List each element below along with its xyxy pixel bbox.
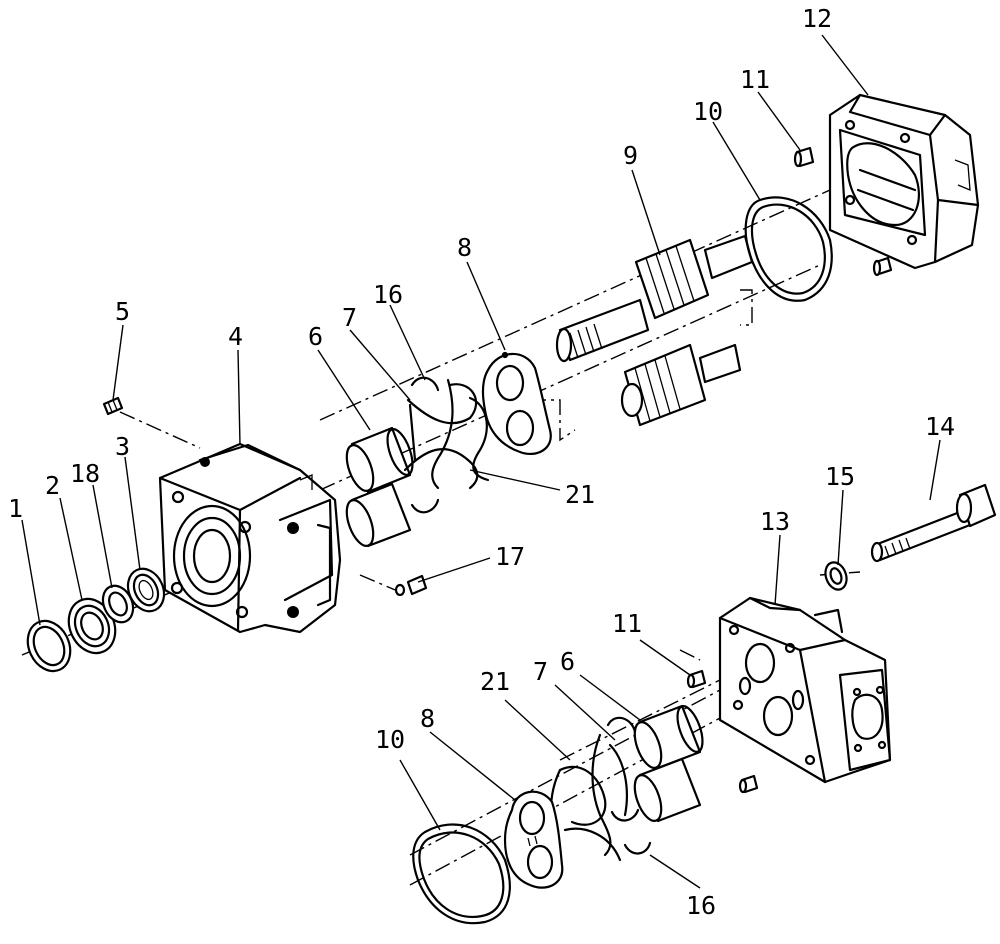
part-3-seal	[126, 567, 166, 613]
callout-11-upper: 11	[740, 65, 770, 94]
callout-13: 13	[760, 507, 790, 536]
part-9-drive-shaft	[555, 234, 754, 363]
part-11-pin-upper	[793, 146, 893, 277]
callout-leaders	[21, 34, 941, 889]
callout-3: 3	[115, 432, 130, 461]
part-4-front-housing	[158, 442, 342, 634]
part-8-wear-plate-lower	[503, 790, 564, 889]
callout-labels: 1 2 18 3 5 4 6 7 16 8 9 10 11 12 21 17 1…	[8, 4, 955, 920]
part-16-backup-ring-lower	[606, 716, 652, 855]
callout-16-lower: 16	[686, 891, 716, 920]
part-14-bolt	[870, 483, 997, 563]
callout-16-upper: 16	[373, 280, 403, 309]
callout-10-lower: 10	[375, 725, 405, 754]
part-8-wear-plate-upper	[481, 351, 552, 456]
callout-1: 1	[8, 494, 23, 523]
callout-7-lower: 7	[533, 657, 548, 686]
part-16-backup-ring-upper	[410, 376, 440, 514]
callout-18: 18	[70, 459, 100, 488]
part-10-gasket-upper	[744, 196, 833, 302]
part-21-gasket-upper	[468, 396, 490, 482]
callout-10-upper: 10	[693, 97, 723, 126]
part-11-pin-lower	[686, 669, 759, 794]
part-5-screw	[102, 396, 124, 416]
callout-15: 15	[825, 462, 855, 491]
callout-11-lower: 11	[612, 609, 642, 638]
part-7-seal-upper	[403, 378, 479, 490]
callout-5: 5	[115, 297, 130, 326]
part-18-washer	[101, 584, 135, 624]
part-1-snap-ring	[26, 619, 72, 673]
callout-21-lower: 21	[480, 667, 510, 696]
part-7-seal-lower	[558, 733, 628, 862]
driven-gear	[620, 343, 742, 427]
callout-17: 17	[495, 542, 525, 571]
callout-4: 4	[228, 322, 243, 351]
part-12-rear-housing	[828, 93, 980, 270]
callout-6-lower: 6	[560, 647, 575, 676]
callout-14: 14	[925, 412, 955, 441]
callout-12: 12	[802, 4, 832, 33]
part-13-housing	[718, 596, 892, 784]
part-17-plug	[394, 574, 428, 597]
callout-6-upper: 6	[308, 322, 323, 351]
callout-8-upper: 8	[457, 233, 472, 262]
part-15-washer	[824, 561, 848, 591]
callout-21-upper: 21	[565, 480, 595, 509]
part-10-gasket-lower	[412, 823, 511, 925]
callout-2: 2	[45, 471, 60, 500]
part-6-bushings-lower	[633, 704, 704, 823]
callout-9: 9	[623, 141, 638, 170]
callout-8-lower: 8	[420, 704, 435, 733]
callout-7-upper: 7	[342, 303, 357, 332]
assembly-axes	[21, 189, 861, 886]
part-6-bushings-upper	[345, 426, 414, 548]
